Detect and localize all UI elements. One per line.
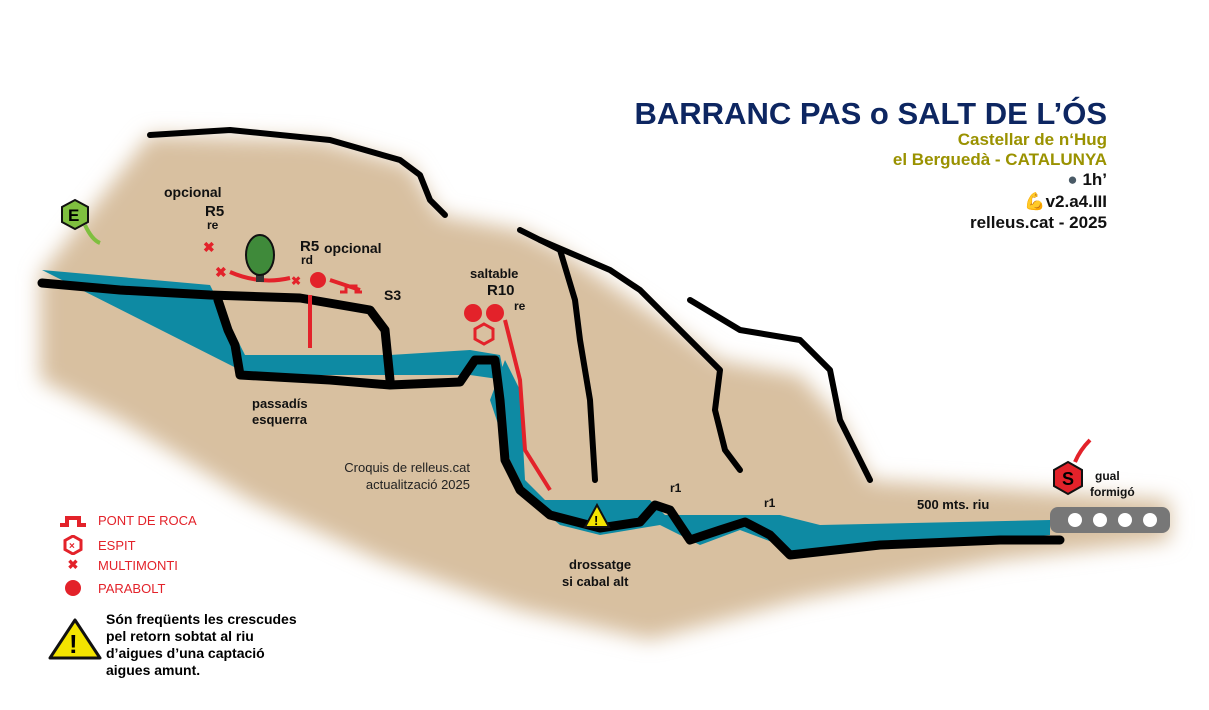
- label-r5: R5: [205, 203, 225, 220]
- note-line: Croquis de relleus.cat: [344, 460, 470, 475]
- label-drossatge: drossatge: [569, 557, 632, 572]
- entry-letter: E: [68, 206, 79, 225]
- label-gual: gual: [1095, 469, 1120, 483]
- svg-text:×: ×: [69, 541, 75, 552]
- label-opcional: opcional: [164, 184, 222, 200]
- warning-sign-icon: !: [48, 618, 102, 660]
- label-r1: r1: [764, 496, 776, 510]
- legend-label: PARABOLT: [98, 580, 166, 596]
- label-r1: r1: [670, 481, 682, 495]
- note-line: actualització 2025: [365, 477, 470, 492]
- legend-item: ✖ MULTIMONTI: [58, 557, 178, 573]
- label-opcional: opcional: [324, 240, 382, 256]
- parabolt-icon: [58, 579, 88, 597]
- label-r10: R10: [487, 282, 515, 299]
- parabolt-icon: [464, 304, 482, 322]
- exit-letter: S: [1062, 469, 1074, 489]
- duration: 1h’: [1082, 170, 1107, 189]
- water-lower: [490, 360, 1050, 555]
- rock-bridge-icon: [340, 284, 362, 294]
- legend-item: PARABOLT: [58, 579, 165, 597]
- multimonti-icon: ✖: [67, 557, 79, 572]
- rock-lines: [37, 127, 1065, 560]
- legend-label: PONT DE ROCA: [98, 513, 197, 528]
- warning-sign-icon: !: [583, 502, 611, 528]
- parabolt-icon: [486, 304, 504, 322]
- espit-icon: [473, 322, 495, 346]
- rock-bridge-icon: [58, 515, 88, 527]
- label-saltable: saltable: [470, 266, 519, 281]
- label-esquerra: esquerra: [252, 412, 307, 427]
- region: el Berguedà - CATALUNYA: [892, 150, 1107, 169]
- warning-line: Són freqüents les crescudes: [106, 611, 297, 627]
- label-cabal: si cabal alt: [562, 574, 629, 589]
- water-upper: [42, 270, 505, 380]
- label-passadis: passadís: [252, 396, 308, 411]
- label-formigo: formigó: [1090, 485, 1135, 499]
- terrain: [40, 135, 1170, 640]
- tree-icon: [245, 234, 275, 282]
- label-river-length: 500 mts. riu: [917, 497, 990, 512]
- label-r5: R5: [300, 238, 320, 255]
- anchors: ✖ ✖ ✖: [203, 239, 504, 346]
- legend-item: PONT DE ROCA: [58, 513, 197, 528]
- grade: v2.a4.III: [1045, 192, 1107, 211]
- sketch-note: Croquis de relleus.cat actualització 2025: [330, 459, 470, 493]
- warning-line: aigues amunt.: [106, 662, 201, 678]
- multimonti-icon: ✖: [203, 239, 215, 255]
- warning-text: Són freqüents les crescudes pel retorn s…: [106, 611, 297, 679]
- legend-item: × ESPIT: [58, 535, 136, 555]
- svg-text:!: !: [69, 629, 78, 659]
- warning-line: pel retorn sobtat al riu: [106, 628, 254, 644]
- espit-icon: ×: [58, 535, 88, 555]
- svg-text:!: !: [594, 513, 598, 528]
- label-s3: S3: [384, 287, 402, 303]
- label-rd: rd: [301, 253, 313, 267]
- parabolt-icon: [310, 272, 326, 288]
- legend-label: MULTIMONTI: [98, 557, 178, 573]
- multimonti-icon: ✖: [291, 274, 301, 288]
- warning-line: d’aigues d’una captació: [106, 645, 265, 661]
- multimonti-icon: ✖: [215, 264, 227, 280]
- page-title: BARRANC PAS o SALT DE L’ÓS: [634, 96, 1107, 131]
- entry-marker: [61, 198, 101, 245]
- legend-label: ESPIT: [98, 537, 136, 553]
- location: Castellar de n‘Hug: [957, 130, 1107, 149]
- clock-icon: ●: [1067, 170, 1078, 189]
- credit: relleus.cat - 2025: [969, 213, 1107, 232]
- exit-marker: [1053, 438, 1092, 496]
- label-re: re: [514, 299, 526, 313]
- label-re: re: [207, 218, 219, 232]
- ford: [1050, 507, 1170, 533]
- flexed-biceps-icon: 💪: [1024, 192, 1046, 211]
